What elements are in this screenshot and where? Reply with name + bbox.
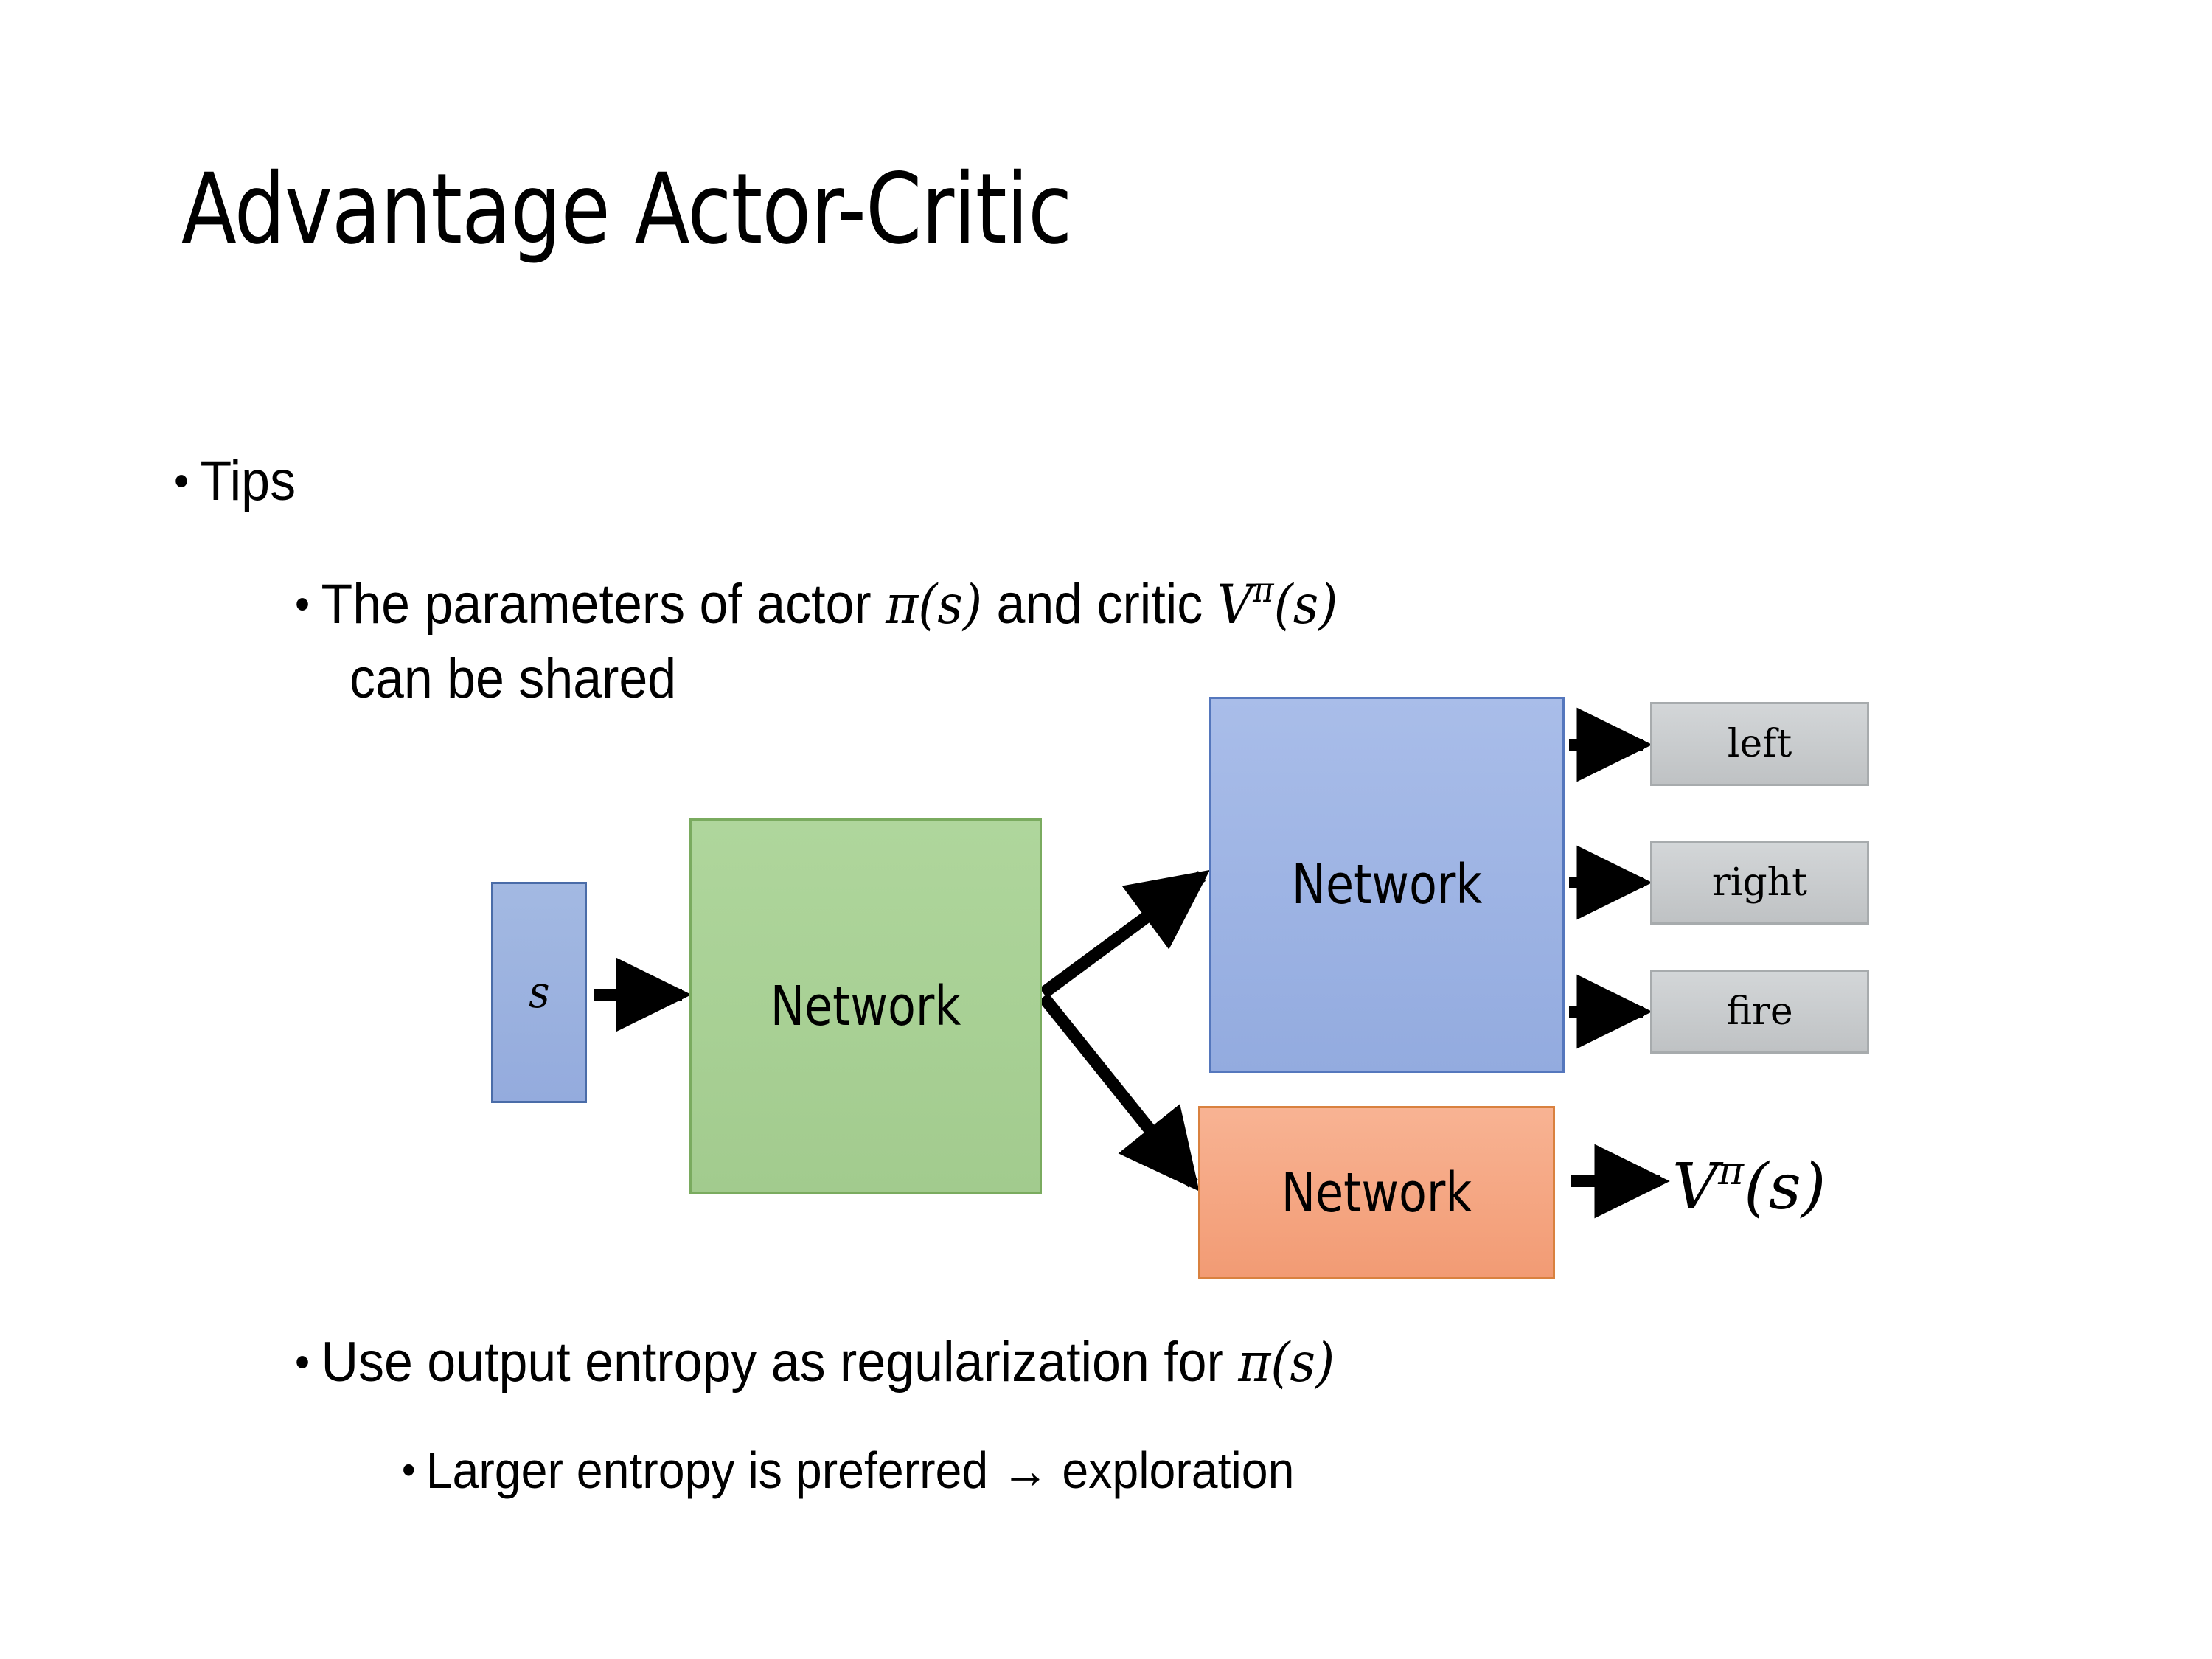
shared-network-label: Network — [770, 975, 961, 1038]
bullet-entropy-prefix: Use output entropy as regularization for — [321, 1331, 1239, 1394]
bullet-exploration-label: Larger entropy is preferred → exploratio… — [425, 1441, 1295, 1499]
state-input-box: s — [491, 882, 587, 1103]
bullet-tips-label: Tips — [200, 450, 296, 512]
action-output-fire: fire — [1650, 970, 1869, 1054]
bullet-exploration: •Larger entropy is preferred → explorati… — [402, 1441, 1294, 1499]
bullet-tips: •Tips — [174, 450, 296, 512]
bullet-shared-params-middle: and critic — [982, 573, 1217, 636]
critic-network-box: Network — [1198, 1106, 1555, 1279]
action-output-right-label: right — [1711, 860, 1808, 905]
critic-network-label: Network — [1281, 1161, 1472, 1225]
arrow-shared-to-actor — [1039, 869, 1210, 998]
page-title: Advantage Actor-Critic — [181, 153, 1072, 266]
bullet-glyph: • — [295, 579, 310, 630]
bullet-glyph: • — [402, 1447, 416, 1495]
math-v-pi-superscript: π — [1253, 570, 1274, 611]
arrow-shared-to-critic — [1038, 992, 1200, 1192]
bullet-shared-params-prefix: The parameters of actor — [321, 573, 886, 636]
math-v-pi-argument: (s) — [1273, 574, 1338, 637]
value-output-argument: (s) — [1744, 1150, 1826, 1225]
action-output-fire-label: fire — [1726, 990, 1793, 1034]
bullet-entropy-regularization: •Use output entropy as regularization fo… — [295, 1331, 1335, 1394]
bullet-glyph: • — [295, 1337, 310, 1388]
bullet-shared-params-line2: can be shared — [349, 647, 677, 710]
action-output-left: left — [1650, 702, 1869, 786]
state-label: s — [528, 967, 550, 1018]
value-output-superscript: π — [1718, 1148, 1745, 1194]
value-output-label: Vπ(s) — [1672, 1148, 1826, 1224]
bullet-glyph: • — [174, 456, 189, 507]
actor-network-box: Network — [1209, 697, 1565, 1073]
action-output-left-label: left — [1727, 722, 1792, 766]
value-output-base: V — [1672, 1150, 1719, 1225]
math-v-pi-base: V — [1217, 574, 1253, 637]
action-output-right: right — [1650, 841, 1869, 925]
shared-network-box: Network — [689, 818, 1042, 1194]
math-pi-of-s: π(s) — [886, 574, 983, 637]
bullet-shared-params-line1: •The parameters of actor π(s) and critic… — [295, 571, 1338, 636]
math-pi-of-s: π(s) — [1238, 1332, 1335, 1394]
actor-network-label: Network — [1291, 853, 1483, 917]
